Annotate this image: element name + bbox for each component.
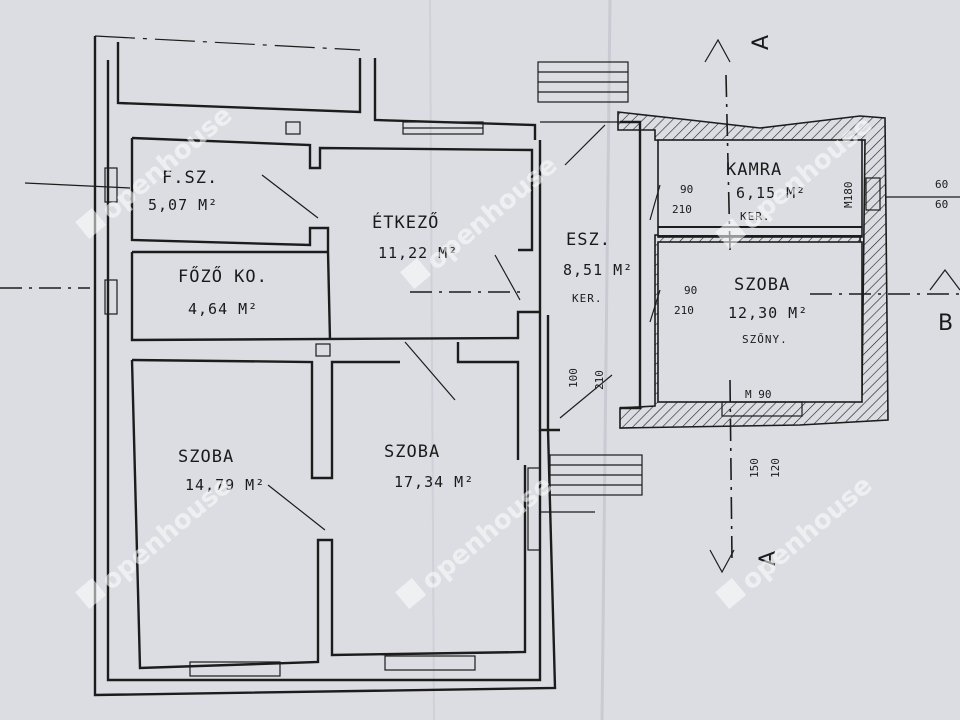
room-label-esz: ESZ.	[566, 230, 611, 250]
dim-window-south-width: 150	[748, 458, 761, 478]
dim-door-szoba-width: 90	[684, 284, 697, 297]
room-label-szoba-east: SZOBA	[734, 275, 790, 295]
watermark-logo-icon	[75, 578, 107, 609]
room-label-szoba-southwest: SZOBA	[178, 447, 234, 467]
section-marker-b	[929, 269, 960, 291]
paper-fold	[600, 0, 612, 720]
dim-window-kamra: M180	[842, 182, 855, 209]
room-label-szoba-south: SZOBA	[384, 442, 440, 462]
section-label-b: B	[938, 311, 953, 336]
room-area-etkezo: 11,22 M²	[378, 244, 458, 262]
interior-walls	[130, 120, 642, 670]
paper-fold	[429, 0, 435, 720]
door-swings	[261, 124, 661, 531]
room-note-szoba-east: SZŐNY.	[742, 332, 788, 346]
section-marker-a-bottom	[709, 549, 735, 574]
room-area-kamra: 6,15 M²	[736, 184, 806, 202]
watermark-logo-icon	[715, 578, 747, 609]
room-area-szoba-south: 17,34 M²	[394, 473, 474, 491]
dim-window-east-height: 60	[935, 198, 948, 211]
room-label-kamra: KAMRA	[726, 160, 782, 180]
section-label-a-top: A	[749, 35, 774, 50]
room-area-szoba-southwest: 14,79 M²	[185, 476, 265, 494]
dim-window-szoba: M 90	[745, 388, 772, 401]
windows	[104, 61, 881, 677]
dim-door-esz-height: 210	[593, 370, 606, 390]
dim-door-kamra-height: 210	[672, 203, 692, 216]
dim-door-esz-width: 100	[567, 368, 580, 388]
dim-door-szoba-height: 210	[674, 304, 694, 317]
section-label-a-bottom: A	[756, 551, 781, 566]
dim-window-east-width: 60	[935, 178, 948, 191]
watermark-logo-icon	[400, 258, 432, 289]
dim-door-kamra-width: 90	[680, 183, 693, 196]
room-area-fozo: 4,64 M²	[188, 300, 258, 318]
room-label-fozo: FŐZŐ KO.	[178, 265, 268, 287]
room-label-etkezo: ÉTKEZŐ	[372, 211, 439, 233]
watermark-logo-icon	[395, 578, 427, 609]
room-note-kamra: KER.	[740, 210, 771, 223]
room-label-fsz: F.SZ.	[162, 168, 218, 188]
section-lines	[0, 38, 960, 574]
east-wing-walls	[617, 111, 889, 429]
room-note-esz: KER.	[572, 292, 603, 305]
watermark-logo-icon	[75, 208, 107, 239]
dim-window-south-height: 120	[769, 458, 782, 478]
room-area-szoba-east: 12,30 M²	[728, 304, 808, 322]
room-area-esz: 8,51 M²	[563, 261, 633, 279]
section-marker-a-top	[704, 38, 731, 63]
watermark-logo-icon	[715, 218, 747, 249]
room-area-fsz: 5,07 M²	[148, 196, 218, 214]
